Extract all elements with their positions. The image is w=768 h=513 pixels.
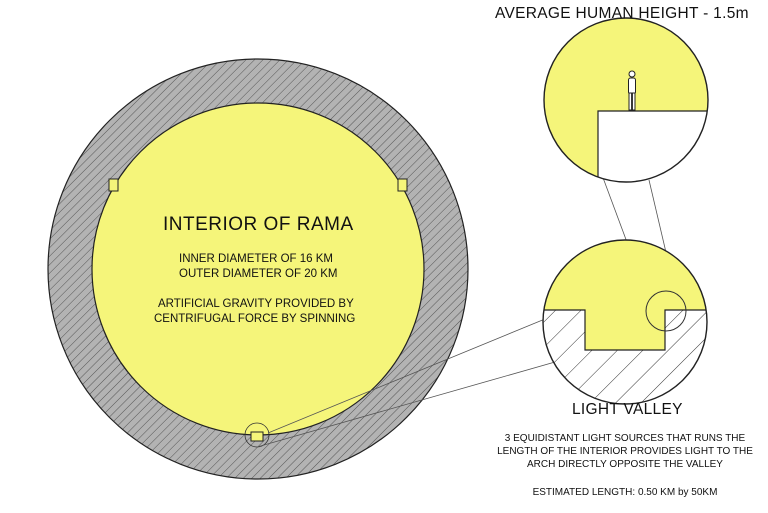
light-valley-detail (542, 239, 708, 405)
gravity-label-line1: ARTIFICIAL GRAVITY PROVIDED BY (158, 298, 354, 310)
gravity-label-line2: CENTRIFUGAL FORCE BY SPINNING (154, 313, 356, 325)
outer-diameter-label: OUTER DIAMETER OF 20 KM (179, 268, 338, 280)
light-valley-notch-left (108, 178, 119, 192)
light-valley-desc-line3: ARCH DIRECTLY OPPOSITE THE VALLEY (527, 459, 723, 470)
light-valley-notch-bottom (250, 431, 264, 442)
light-valley-desc-line1: 3 EQUIDISTANT LIGHT SOURCES THAT RUNS TH… (504, 433, 746, 444)
estimated-length-label: ESTIMATED LENGTH: 0.50 KM by 50KM (532, 487, 718, 498)
human-height-detail (543, 17, 709, 183)
main-cylinder-section (47, 58, 469, 480)
light-valley-description: 3 EQUIDISTANT LIGHT SOURCES THAT RUNS TH… (490, 432, 760, 471)
human-figure-icon (628, 70, 636, 111)
human-height-title: AVERAGE HUMAN HEIGHT - 1.5m (495, 5, 749, 22)
interior-title: INTERIOR OF RAMA (163, 214, 354, 235)
light-valley-desc-line2: LENGTH OF THE INTERIOR PROVIDES LIGHT TO… (497, 446, 753, 457)
light-valley-title: LIGHT VALLEY (572, 401, 683, 418)
inner-diameter-label: INNER DIAMETER OF 16 KM (179, 253, 333, 265)
light-valley-notch-right (397, 178, 408, 192)
zoom-marker-valley (645, 290, 687, 332)
